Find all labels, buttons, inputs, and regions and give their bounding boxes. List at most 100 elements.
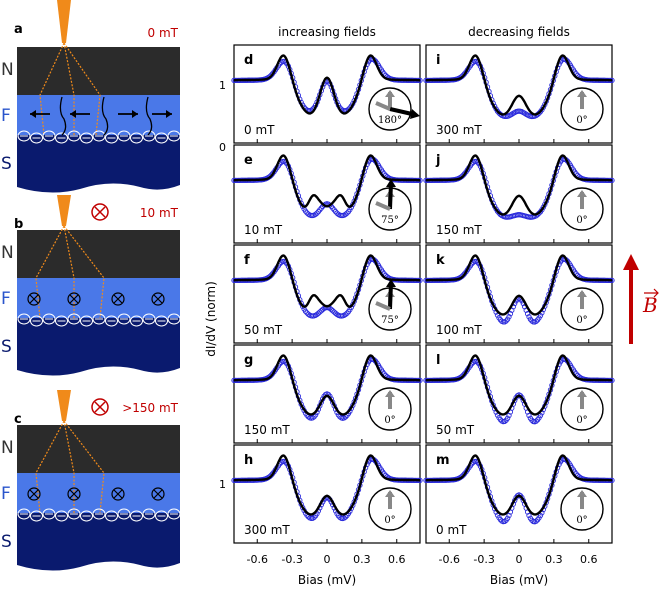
grey-arrowhead [385,490,395,497]
domain-wall [59,96,67,136]
panel-letter: a [14,22,23,37]
panel-letter: l [436,353,440,368]
angle-label: 0° [576,215,587,226]
field-cross [94,401,106,413]
tunneling-path [63,42,75,135]
angle-label: 180° [378,115,402,126]
x-tick-label: -0.6 [247,553,268,566]
tunneling-path [39,42,65,136]
cooper-pair-icon [30,510,43,522]
layer-label-f: F [1,106,11,126]
data-point [502,518,508,525]
field-label: 300 mT [436,123,482,137]
grey-arrowhead [577,390,587,397]
cooper-pair-icon [142,313,156,325]
into-page-icon [111,487,125,501]
panel-letter: i [436,53,440,68]
cooper-pair-icon [42,130,56,142]
arrowhead [70,110,76,118]
field-label: 10 mT [244,223,283,237]
fit-line [426,354,612,416]
cross [69,294,79,304]
tunneling-path [63,420,75,513]
cross [113,489,123,499]
s-layer [17,318,180,376]
field-into-page-icon [91,203,109,221]
layer-label-n: N [1,243,14,263]
field-label: 100 mT [436,323,482,337]
angle-label: 0° [576,115,587,126]
plot-panel-m: m0 mT0° [423,444,615,544]
cooper-pair-icon [55,132,68,144]
cross [29,294,39,304]
cooper-pair-icon [130,132,143,144]
stm-tip [57,390,71,421]
cooper-pair-icon [42,313,56,325]
fit-line [234,454,420,516]
data-point [342,311,349,318]
cooper-pair-icon [117,130,131,142]
tunneling-path [35,420,65,514]
fit-line [426,454,612,516]
cooper-pair-icon [80,315,93,327]
panel-letter: c [14,412,22,427]
cooper-pair-icon [17,313,31,325]
data-point [537,312,544,319]
cooper-pair-icon [67,130,81,142]
f-layer [17,95,180,135]
x-axis-label-left: Bias (mV) [298,573,356,587]
panel-letter: h [244,453,253,468]
layer-label-f: F [1,289,11,309]
layer-label-n: N [1,60,14,80]
field-cross [94,206,106,218]
black-arrow-icon [388,282,393,310]
panel-letter: k [436,253,445,268]
field-arrowhead [623,254,639,270]
tunneling-path [63,420,105,514]
cooper-pair-icon [167,313,181,325]
vector-arrow [644,288,659,298]
fit-line [426,254,612,316]
fit-line [234,254,420,308]
arrowhead [166,110,172,118]
y-tick-label: 1 [219,478,226,491]
cooper-pair-icon [17,508,31,520]
field-label: 150 mT [436,223,482,237]
field-label: >150 mT [122,401,178,415]
s-layer [17,513,180,571]
stm-tip [57,0,71,43]
plot-panel-i: i 300 mT 0° [423,44,615,144]
data-point [537,512,544,519]
cooper-pair-icon [117,313,131,325]
cooper-pair-icon [55,315,68,327]
field-label: 50 mT [244,323,283,337]
domain-wall [145,96,153,136]
data-point [342,211,349,217]
cooper-pair-icon [92,130,106,142]
n-layer [17,230,180,278]
plot-panel-l: l50 mT0° [423,344,615,444]
grey-arrow-icon [375,201,391,211]
field-label: 10 mT [140,206,179,220]
y-tick-label: 0 [219,141,226,154]
grey-arrowhead [385,90,395,97]
data-point [312,211,319,217]
fit-line [234,54,420,115]
grey-arrowhead [385,390,395,397]
cross [29,489,39,499]
x-tick-label: 0 [324,553,331,566]
grey-arrowhead [577,490,587,497]
x-axis-label-right: Bias (mV) [490,573,548,587]
cooper-pair-icon [42,508,56,520]
data-point [330,308,336,314]
cooper-pair-icon [105,510,118,522]
cooper-pair-icon [155,510,168,522]
into-page-icon [151,487,165,501]
y-axis-label: dI/dV (norm) [204,281,218,357]
